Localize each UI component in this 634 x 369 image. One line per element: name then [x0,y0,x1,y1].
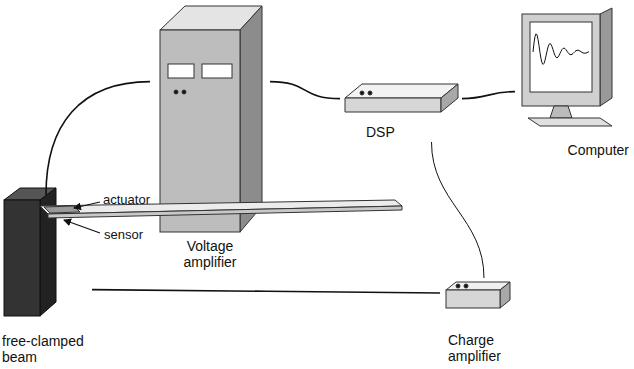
computer-monitor [522,8,612,126]
signal-cable [270,82,340,99]
unit-label: free-clamped beam [2,333,90,365]
signal-cable [462,92,515,99]
dsp-unit: DSP [340,80,462,142]
cantilever-beam [40,200,402,218]
charge-amplifier-unit: Charge amplifier [440,278,528,366]
signal-cable [432,142,485,278]
computer-unit: Computer [515,8,629,160]
unit-label: Charge amplifier [448,332,524,364]
signal-cable [46,82,150,195]
part-label: actuator [103,192,150,207]
part-label: sensor [104,227,143,242]
beam-unit: free-clamped beam [0,195,92,367]
screen-waveform [533,34,589,65]
unit-label: Computer [568,142,629,158]
amplifier-cabinet [160,6,262,232]
charge-amplifier-box [446,282,510,308]
actuator-leader [74,202,100,208]
amplifier-unit: Voltage amplifier [150,0,270,272]
unit-label: DSP [366,124,395,140]
unit-label: Voltage amplifier [165,238,255,270]
signal-cable [92,290,440,293]
sensor-leader [64,220,100,233]
dsp-box [345,84,458,112]
